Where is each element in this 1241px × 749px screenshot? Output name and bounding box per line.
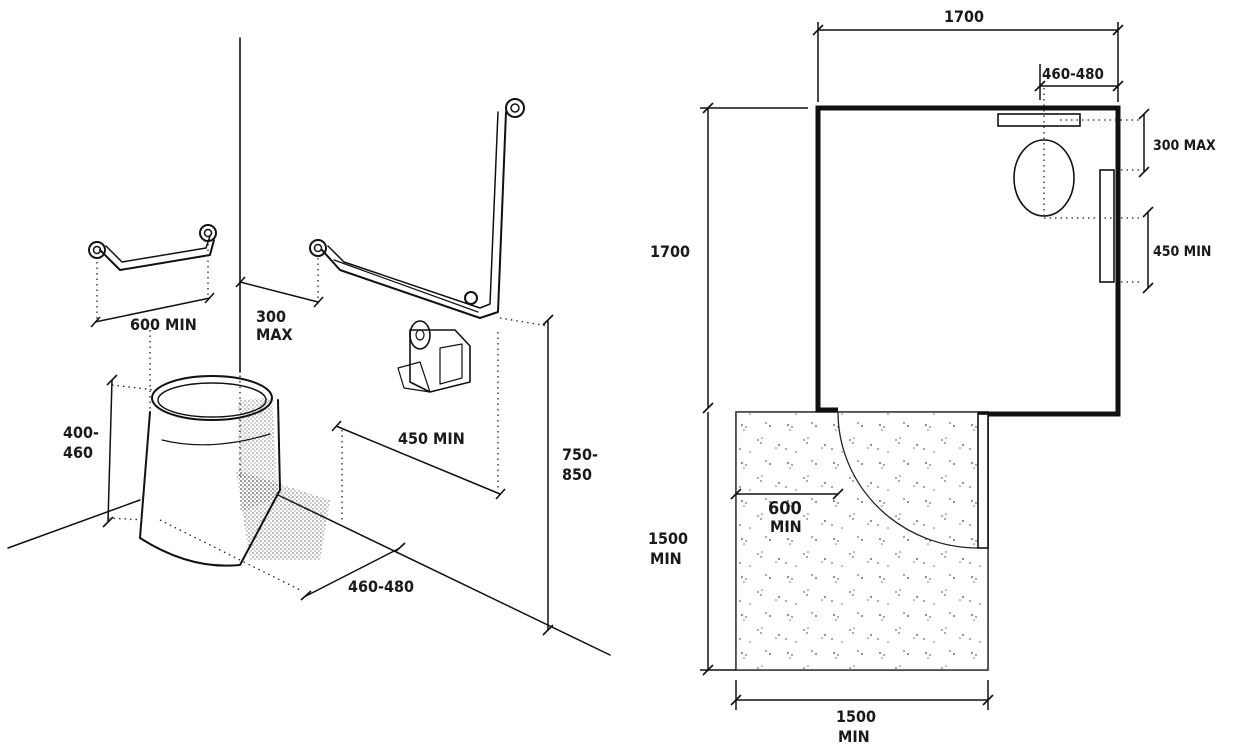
door-leaf bbox=[977, 413, 989, 549]
label-turning-width-2: MIN bbox=[838, 727, 870, 746]
door-swing bbox=[837, 411, 979, 549]
label-rail-offset-2: MAX bbox=[256, 325, 293, 344]
label-basin-offset: 300 MAX bbox=[1153, 138, 1216, 154]
label-seat-height-2: 460 bbox=[63, 443, 93, 462]
label-door-width-2: MIN bbox=[770, 517, 802, 536]
label-rail-projection: 450 MIN bbox=[398, 429, 465, 448]
short-rail-dim-line bbox=[94, 297, 211, 323]
label-rail-offset-1: 300 bbox=[256, 307, 286, 326]
short-grab-rail bbox=[88, 224, 217, 271]
turning-space bbox=[735, 411, 989, 671]
seat-height-dim-line bbox=[107, 379, 113, 523]
label-room-depth: 1700 bbox=[650, 242, 690, 261]
label-turning-depth-1: 1500 bbox=[648, 529, 688, 548]
toilet-pan bbox=[139, 375, 330, 567]
label-seat-height-1: 400- bbox=[63, 423, 99, 442]
floor-right-line bbox=[277, 494, 611, 656]
rail-projection-dim-line bbox=[335, 425, 501, 495]
label-room-width: 1700 bbox=[944, 7, 984, 26]
label-plan-wc-centre: 460-480 bbox=[1042, 65, 1104, 83]
label-basin-width: 450 MIN bbox=[1153, 244, 1211, 260]
label-turning-width-1: 1500 bbox=[836, 707, 876, 726]
label-rail-height-2: 850 bbox=[562, 465, 592, 484]
wc-centre-dim-line bbox=[305, 547, 401, 597]
floor-left-line bbox=[7, 499, 141, 549]
plan-view: 1700 460-480 300 MAX 450 MIN 1700 600 MI… bbox=[648, 7, 1216, 746]
label-door-width-1: 600 bbox=[768, 498, 802, 519]
l-grab-rail bbox=[309, 98, 525, 319]
wall-grab-rail bbox=[997, 113, 1081, 127]
label-wc-centre: 460-480 bbox=[348, 577, 414, 596]
elevation-view: 600 MIN 300 MAX 400- 460 450 MIN 750- 85… bbox=[7, 37, 611, 656]
label-rail-short-length: 600 MIN bbox=[130, 315, 197, 334]
toilet-roll-holder bbox=[397, 320, 471, 393]
label-rail-height-1: 750- bbox=[562, 445, 598, 464]
label-turning-depth-2: MIN bbox=[650, 549, 682, 568]
basin-plan bbox=[1099, 169, 1115, 283]
rail-offset-dim-line bbox=[239, 281, 319, 303]
room-walls bbox=[815, 105, 1121, 430]
